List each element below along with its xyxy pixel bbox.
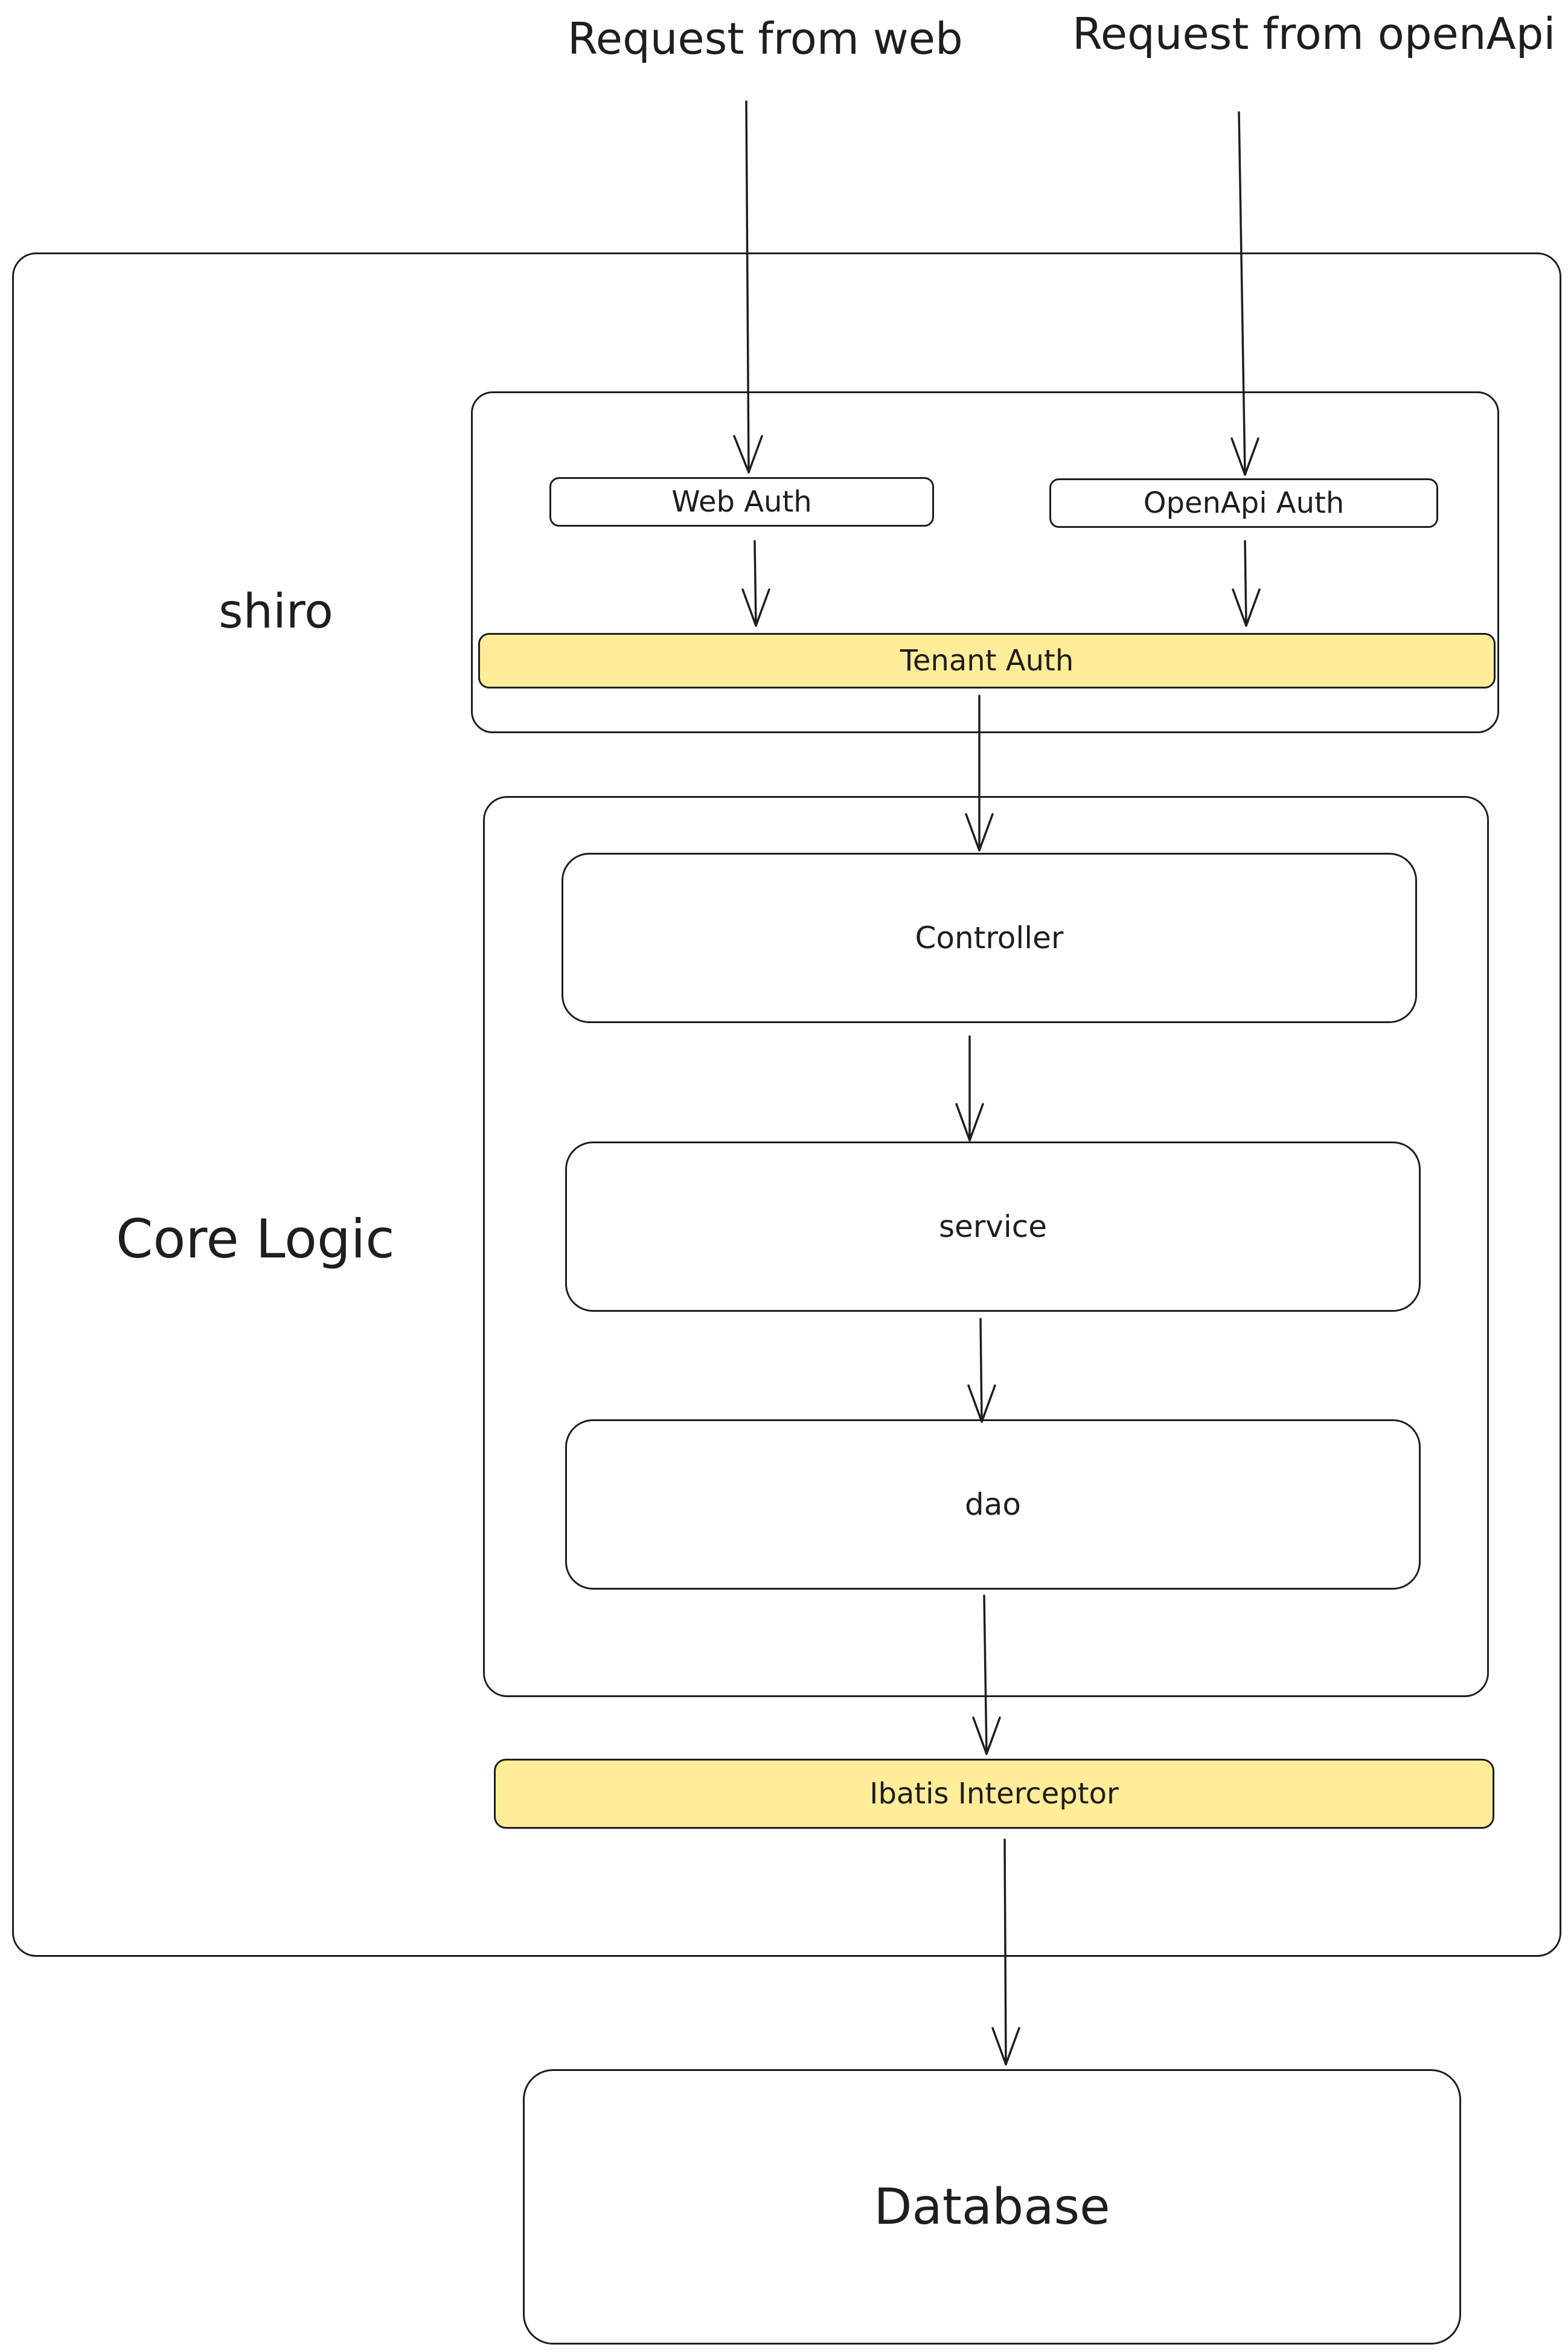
- controller-label: Controller: [915, 920, 1064, 955]
- web-auth-label: Web Auth: [671, 485, 812, 519]
- service-node: service: [565, 1141, 1421, 1312]
- ibatis-interceptor-label: Ibatis Interceptor: [869, 1777, 1119, 1811]
- dao-node: dao: [565, 1419, 1421, 1590]
- dao-label: dao: [965, 1487, 1021, 1522]
- application-container: [12, 252, 1561, 1957]
- service-label: service: [938, 1209, 1048, 1244]
- web-request-label: Request from web: [568, 13, 963, 64]
- openapi-request-label: Request from openApi: [1072, 8, 1556, 59]
- openapi-auth-label: OpenApi Auth: [1143, 486, 1345, 520]
- database-label: Database: [874, 2178, 1110, 2236]
- openapi-auth-node: OpenApi Auth: [1049, 478, 1438, 528]
- shiro-group-container: [471, 391, 1499, 733]
- controller-node: Controller: [562, 853, 1417, 1023]
- ibatis-interceptor-node: Ibatis Interceptor: [494, 1759, 1494, 1829]
- database-node: Database: [523, 2069, 1461, 2345]
- web-auth-node: Web Auth: [549, 477, 934, 527]
- tenant-auth-node: Tenant Auth: [478, 633, 1496, 689]
- shiro-group-label: shiro: [219, 585, 333, 639]
- core-logic-group-label: Core Logic: [116, 1208, 395, 1270]
- tenant-auth-label: Tenant Auth: [900, 644, 1074, 678]
